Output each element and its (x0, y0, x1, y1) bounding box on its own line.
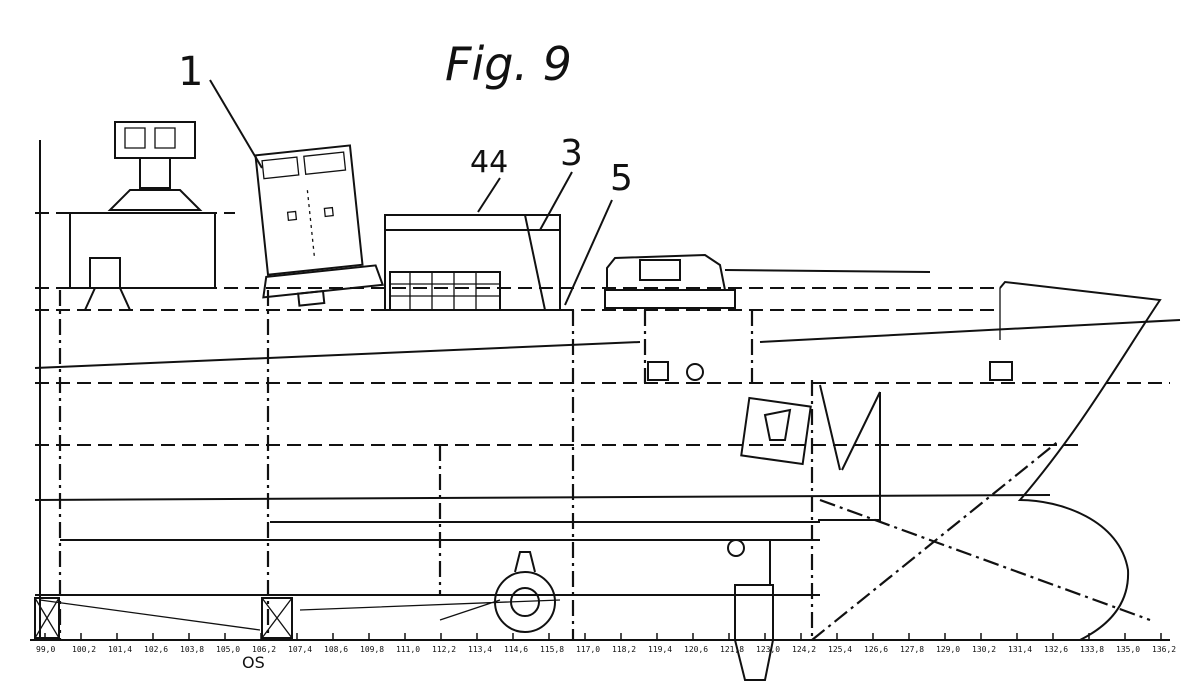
scale-label: 115,8 (540, 645, 564, 654)
scale-marker-os: OS (242, 653, 265, 672)
missile-launcher (254, 144, 385, 307)
scale-label: 136,2 (1152, 645, 1176, 654)
ref-label-1: 1 (178, 49, 203, 95)
scale-label: 133,8 (1080, 645, 1104, 654)
scale-label: 129,0 (936, 645, 960, 654)
scale-label: 114,6 (504, 645, 528, 654)
leader-line-1 (209, 79, 263, 169)
hull (30, 140, 1181, 681)
scale-label: 103,8 (180, 645, 204, 654)
scale-label: 100,2 (72, 645, 96, 654)
scale-label: 108,6 (324, 645, 348, 654)
ref-label-44: 44 (470, 145, 508, 180)
scale-label: 117,0 (576, 645, 600, 654)
naval-gun (604, 253, 931, 309)
figure-title: Fig. 9 (445, 37, 572, 91)
scale-label: 123,0 (756, 645, 780, 654)
ref-label-5: 5 (610, 158, 633, 199)
scale-label: 111,0 (396, 645, 420, 654)
scale-label: 105,0 (216, 645, 240, 654)
scale-label: 130,2 (972, 645, 996, 654)
scale-label: 120,6 (684, 645, 708, 654)
scale-label: 126,6 (864, 645, 888, 654)
ref-label-3: 3 (560, 133, 583, 174)
scale-label: 107,4 (288, 645, 312, 654)
scale-label: 102,6 (144, 645, 168, 654)
scale-label: 113,4 (468, 645, 492, 654)
scale-label: 124,2 (792, 645, 816, 654)
scale-label: 125,4 (828, 645, 852, 654)
scale-label: 99,0 (36, 645, 55, 654)
scale-label: 118,2 (612, 645, 636, 654)
scale-label: 135,0 (1116, 645, 1140, 654)
scale-label: 112,2 (432, 645, 456, 654)
scale-label: 106,2 (252, 645, 276, 654)
scale-label: 109,8 (360, 645, 384, 654)
scale-label: 119,4 (648, 645, 672, 654)
radar-director (69, 121, 216, 311)
scale-label: 121,8 (720, 645, 744, 654)
scale-label: 132,6 (1044, 645, 1068, 654)
scale-label: 101,4 (108, 645, 132, 654)
scale-label: 131,4 (1008, 645, 1032, 654)
leader-line-3 (539, 171, 573, 231)
deckhouse-44 (384, 214, 561, 311)
scale-label: 127,8 (900, 645, 924, 654)
leader-line-44 (477, 177, 501, 213)
frame-scale: 99,0 100,2 101,4 102,6 103,8 105,0 106,2 107,4 1… (36, 633, 1176, 672)
